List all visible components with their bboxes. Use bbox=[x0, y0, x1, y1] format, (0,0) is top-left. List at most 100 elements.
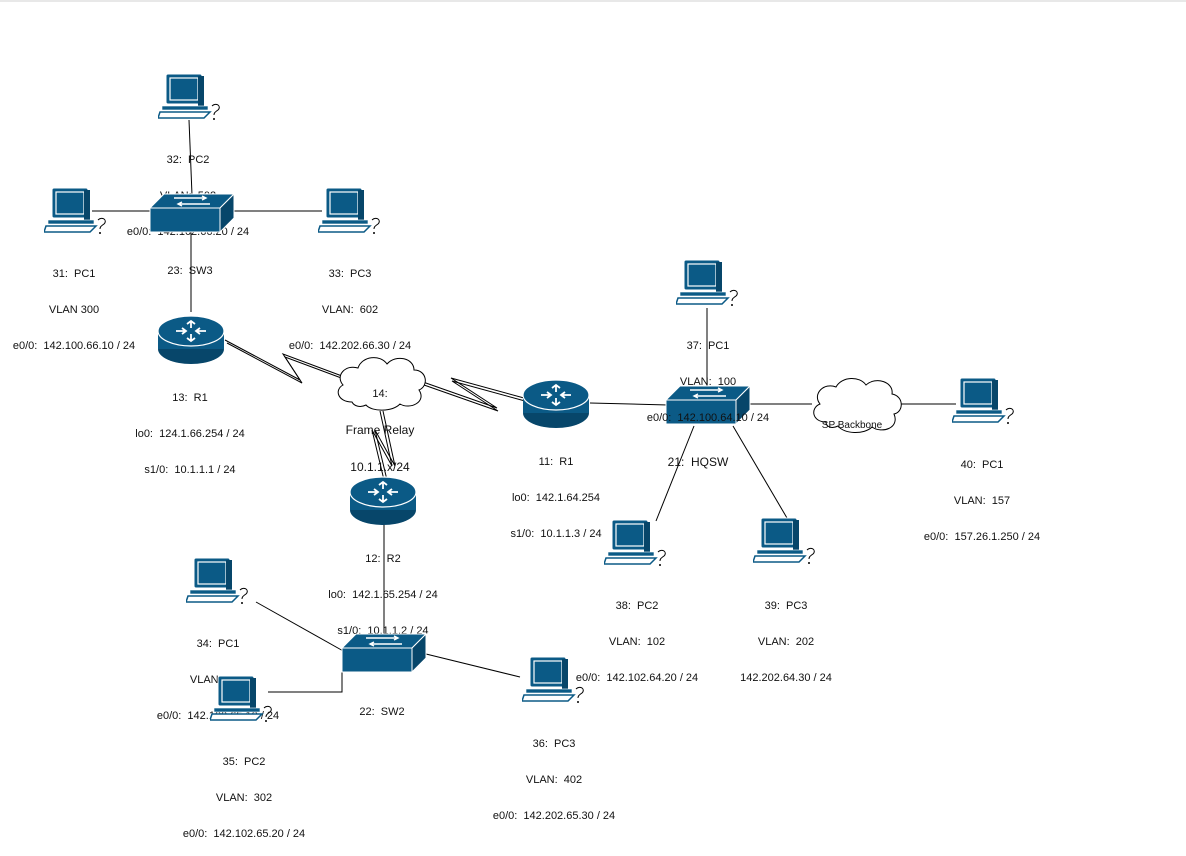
link-pc32-sw3 bbox=[188, 119, 193, 196]
link-pc35-sw2 bbox=[268, 672, 343, 693]
cloud-icon bbox=[337, 357, 426, 411]
switch-21-name: 21: HQSW bbox=[667, 455, 729, 469]
frame-relay-subnet: 10.1.1.x/24 bbox=[350, 460, 410, 474]
pc-40-node[interactable] bbox=[950, 376, 1018, 433]
pc-icon bbox=[156, 73, 220, 120]
pc-39-node[interactable] bbox=[751, 516, 819, 573]
pc-33-label: 33: PC3 VLAN: 602 e0/0: 142.202.66.30 / … bbox=[289, 244, 411, 376]
pc-38-ip: e0/0: 142.102.64.20 / 24 bbox=[575, 672, 699, 684]
serial-link-fr-r12-b bbox=[374, 410, 396, 481]
frame-relay-id: 14: bbox=[372, 388, 388, 400]
pc-40-label: 40: PC1 VLAN: 157 e0/0: 157.26.1.250 / 2… bbox=[924, 435, 1040, 567]
pc-icon bbox=[316, 187, 380, 234]
frame-relay-label: 14: Frame Relay 10.1.1.x/24 bbox=[346, 364, 415, 498]
pc-icon bbox=[602, 519, 666, 566]
router-icon bbox=[522, 379, 590, 428]
pc-35-vlan: VLAN: 302 bbox=[215, 792, 273, 804]
link-hqsw-pc39 bbox=[732, 425, 788, 519]
pc-37-ip: e0/0: 142.100.64.10 / 24 bbox=[646, 412, 770, 424]
pc-31-label: 31: PC1 VLAN 300 e0/0: 142.100.66.10 / 2… bbox=[13, 244, 135, 376]
pc-36-label: 36: PC3 VLAN: 402 e0/0: 142.202.65.30 / … bbox=[493, 714, 615, 846]
frame-relay-cloud-node[interactable] bbox=[330, 352, 430, 417]
sp-backbone-label: SP Backbone bbox=[822, 398, 882, 453]
pc-icon bbox=[751, 517, 815, 564]
pc-35-node[interactable] bbox=[208, 674, 276, 731]
pc-33-ip: e0/0: 142.202.66.30 / 24 bbox=[288, 340, 412, 352]
pc-38-name: 38: PC2 bbox=[615, 600, 659, 612]
router-13-lo0: lo0: 124.1.66.254 / 24 bbox=[135, 428, 245, 440]
router-11-node[interactable] bbox=[521, 375, 591, 436]
link-pc34-sw2 bbox=[255, 601, 346, 653]
pc-33-node[interactable] bbox=[316, 186, 384, 243]
router-12-node[interactable] bbox=[348, 472, 418, 533]
link-hqsw-pc38 bbox=[655, 425, 695, 522]
serial-link-r13-fr-b bbox=[226, 342, 345, 384]
pc-36-node[interactable] bbox=[520, 655, 588, 712]
top-border bbox=[0, 0, 1186, 2]
switch-23-label: 23: SW3 bbox=[167, 241, 212, 301]
pc-34-name: 34: PC1 bbox=[196, 638, 240, 650]
switch-23-node[interactable] bbox=[148, 190, 236, 241]
switch-23-name: 23: SW3 bbox=[167, 265, 213, 277]
frame-relay-name: Frame Relay bbox=[345, 423, 415, 437]
switch-icon bbox=[664, 384, 752, 426]
router-12-lo0: lo0: 142.1.65.254 / 24 bbox=[328, 589, 438, 601]
pc-37-node[interactable] bbox=[674, 258, 742, 315]
pc-38-node[interactable] bbox=[602, 518, 670, 575]
pc-31-node[interactable] bbox=[42, 186, 110, 243]
switch-icon bbox=[148, 192, 236, 234]
router-11-name: 11: R1 bbox=[538, 456, 574, 468]
switch-22-name: 22: SW2 bbox=[359, 706, 405, 718]
switch-icon bbox=[340, 632, 428, 674]
pc-33-vlan: VLAN: 602 bbox=[321, 304, 379, 316]
pc-35-label: 35: PC2 VLAN: 302 e0/0: 142.102.65.20 / … bbox=[183, 732, 305, 856]
pc-icon bbox=[950, 377, 1014, 424]
pc-38-label: 38: PC2 VLAN: 102 e0/0: 142.102.64.20 / … bbox=[576, 576, 698, 708]
router-12-name: 12: R2 bbox=[365, 553, 401, 565]
pc-37-vlan: VLAN: 100 bbox=[679, 376, 737, 388]
pc-33-name: 33: PC3 bbox=[328, 268, 372, 280]
pc-32-name: 32: PC2 bbox=[166, 154, 210, 166]
pc-icon bbox=[520, 656, 584, 703]
pc-38-vlan: VLAN: 102 bbox=[608, 636, 666, 648]
link-sw2-pc36 bbox=[425, 653, 521, 678]
serial-link-fr-r12 bbox=[371, 410, 393, 481]
pc-icon bbox=[674, 259, 738, 306]
pc-31-name: 31: PC1 bbox=[52, 268, 96, 280]
router-icon bbox=[349, 476, 417, 525]
pc-37-label: 37: PC1 VLAN: 100 e0/0: 142.100.64.10 / … bbox=[647, 316, 769, 448]
router-13-label: 13: R1 lo0: 124.1.66.254 / 24 s1/0: 10.1… bbox=[135, 368, 244, 500]
pc-34-node[interactable] bbox=[184, 556, 252, 613]
pc-31-vlan: VLAN 300 bbox=[48, 304, 100, 316]
pc-36-name: 36: PC3 bbox=[532, 738, 576, 750]
pc-40-ip: e0/0: 157.26.1.250 / 24 bbox=[923, 531, 1041, 543]
router-11-label: 11: R1 lo0: 142.1.64.254 s1/0: 10.1.1.3 … bbox=[510, 432, 601, 564]
pc-37-name: 37: PC1 bbox=[686, 340, 730, 352]
switch-22-node[interactable] bbox=[340, 630, 428, 681]
pc-32-node[interactable] bbox=[156, 72, 224, 129]
sp-backbone-cloud-node[interactable] bbox=[808, 374, 904, 441]
switch-21-node[interactable] bbox=[664, 382, 752, 433]
pc-icon bbox=[184, 557, 248, 604]
pc-icon bbox=[42, 187, 106, 234]
link-r11-hqsw bbox=[589, 402, 669, 406]
pc-31-ip: e0/0: 142.100.66.10 / 24 bbox=[12, 340, 136, 352]
router-13-name: 13: R1 bbox=[172, 392, 208, 404]
router-icon bbox=[157, 315, 225, 364]
pc-36-ip: e0/0: 142.202.65.30 / 24 bbox=[492, 810, 616, 822]
pc-40-name: 40: PC1 bbox=[960, 459, 1004, 471]
sp-backbone-name: SP Backbone bbox=[821, 420, 883, 431]
pc-icon bbox=[208, 675, 272, 722]
router-11-lo0: lo0: 142.1.64.254 bbox=[511, 492, 601, 504]
pc-39-label: 39: PC3 VLAN: 202 142.202.64.30 / 24 bbox=[740, 576, 832, 708]
pc-36-vlan: VLAN: 402 bbox=[525, 774, 583, 786]
switch-22-label: 22: SW2 bbox=[359, 682, 404, 742]
router-13-node[interactable] bbox=[156, 311, 226, 372]
pc-40-vlan: VLAN: 157 bbox=[953, 495, 1011, 507]
pc-39-vlan: VLAN: 202 bbox=[757, 636, 815, 648]
pc-35-name: 35: PC2 bbox=[222, 756, 266, 768]
router-13-s1: s1/0: 10.1.1.1 / 24 bbox=[144, 464, 236, 476]
router-11-s1: s1/0: 10.1.1.3 / 24 bbox=[510, 528, 602, 540]
